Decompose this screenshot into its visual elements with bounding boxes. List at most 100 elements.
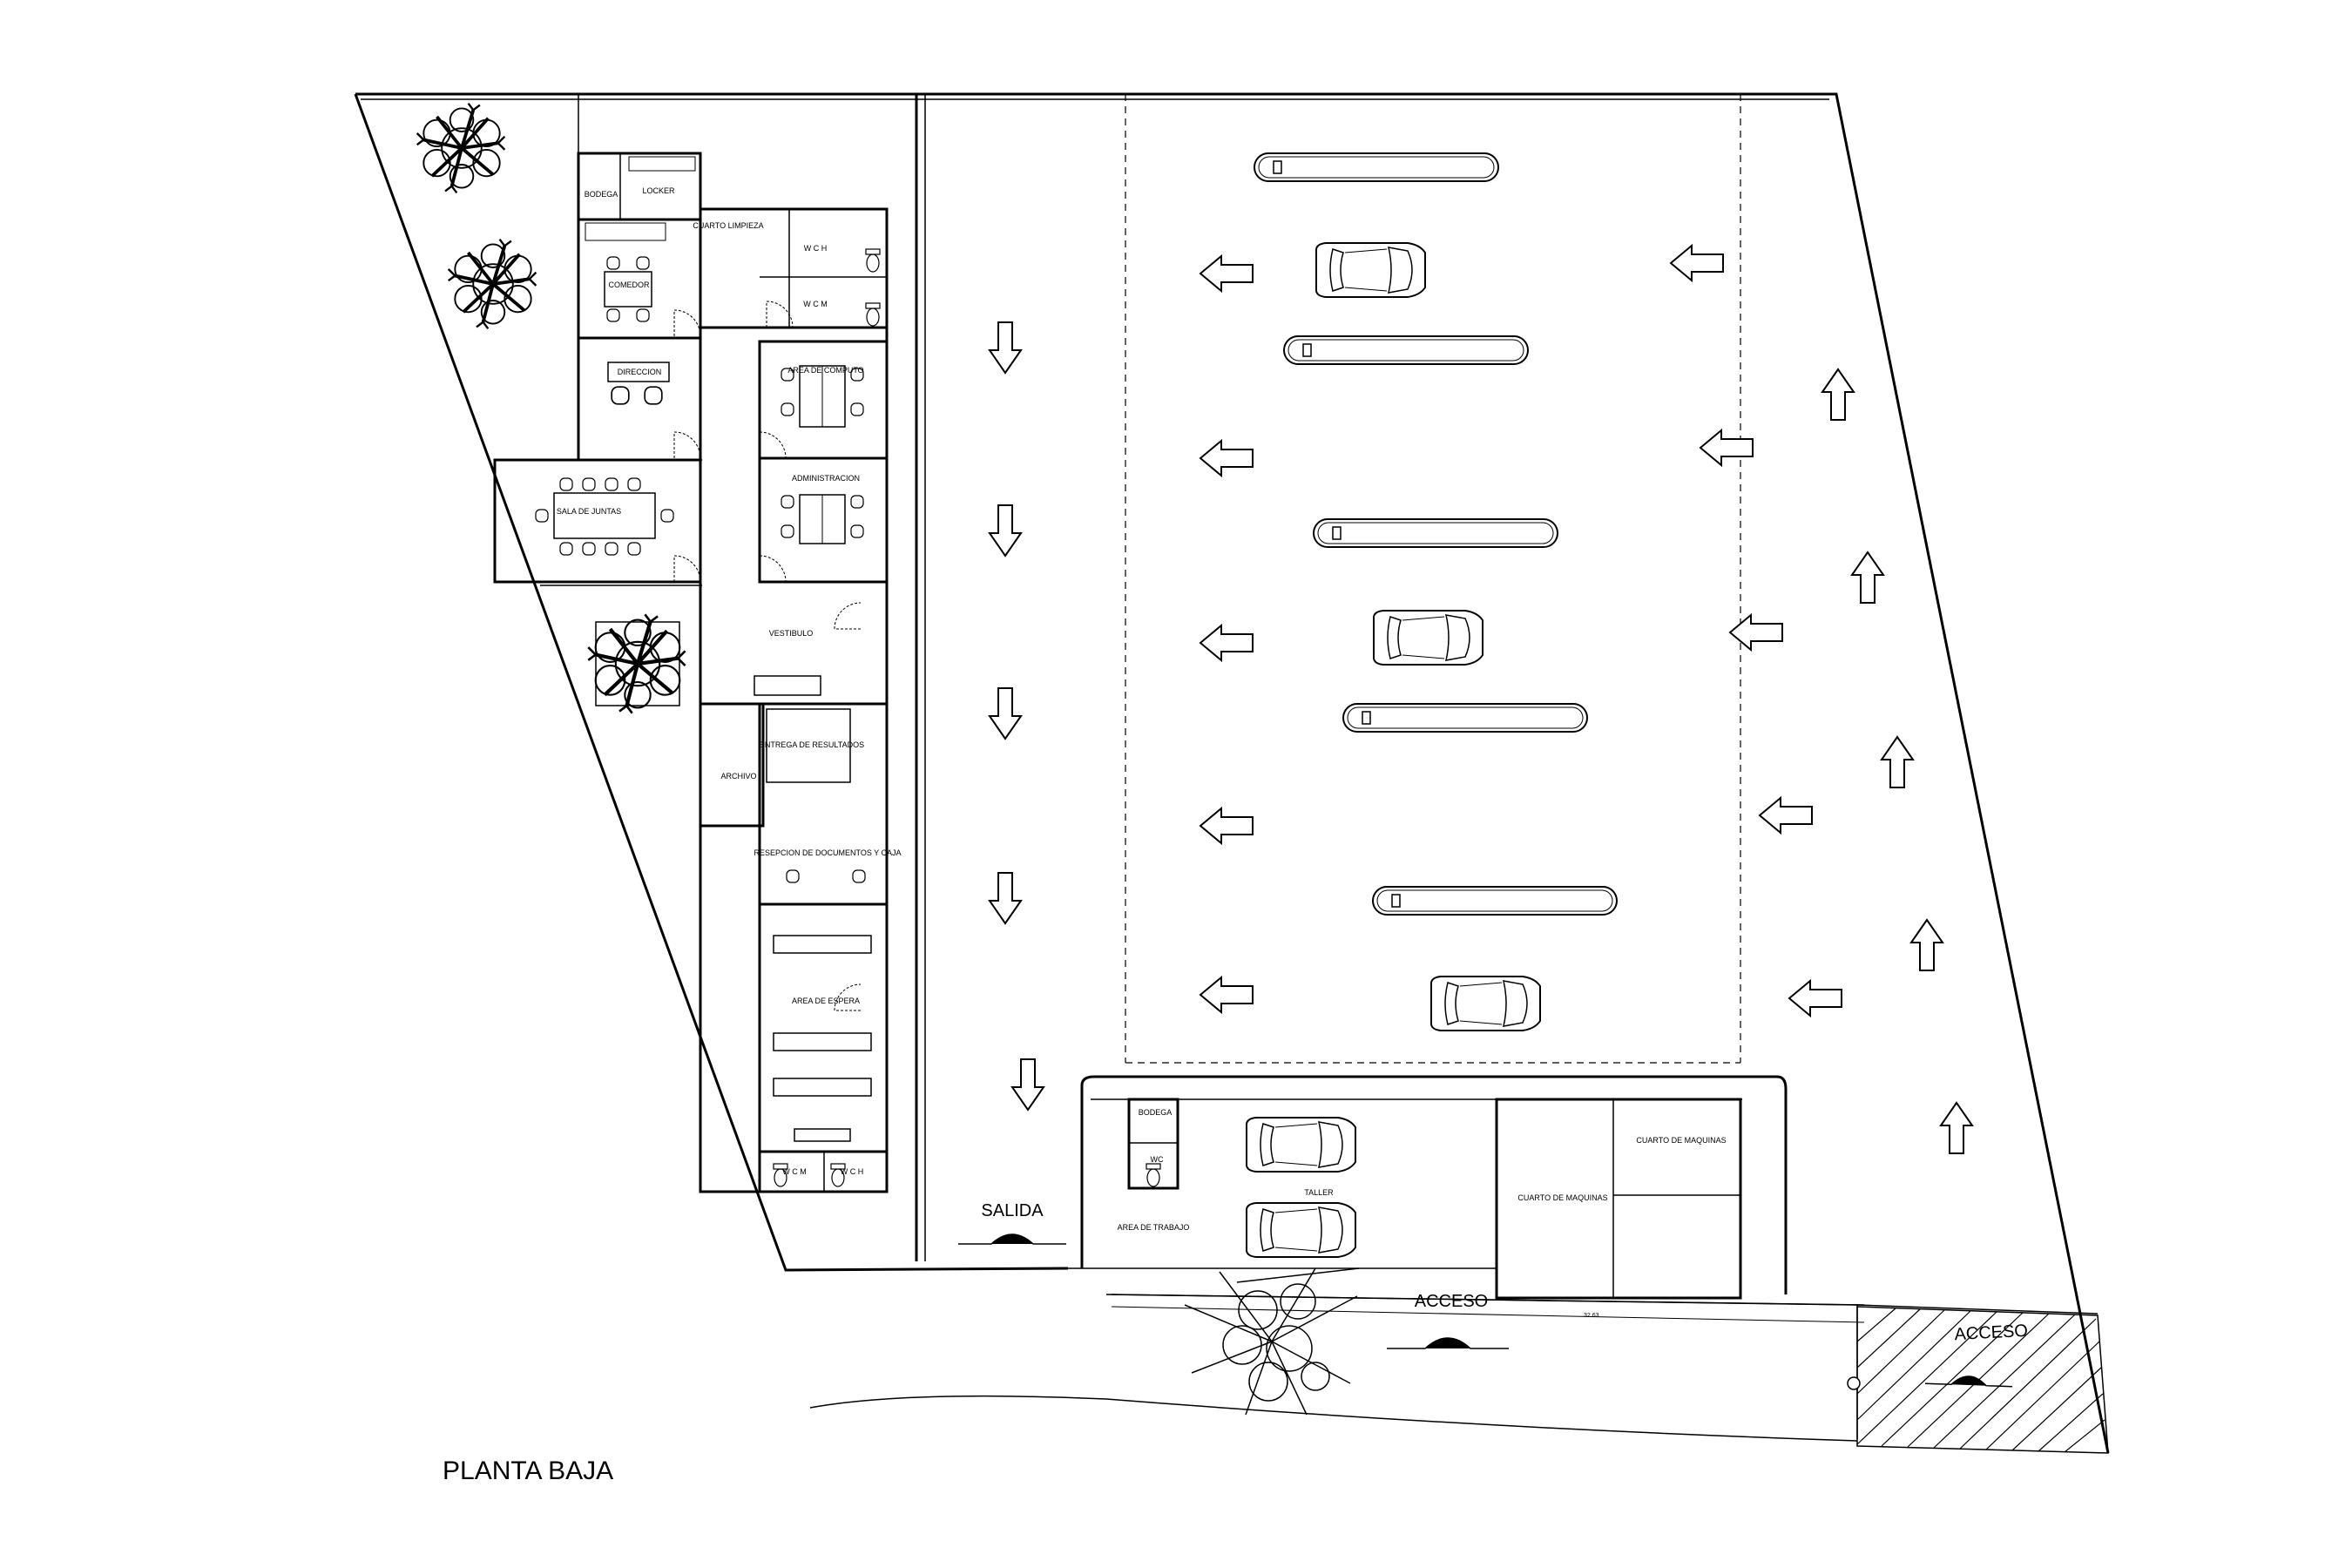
arrow-up-icon: [1910, 919, 1943, 971]
wall-services: [699, 207, 889, 329]
arrow-left-icon: [1788, 980, 1842, 1017]
arrow-left-icon: [1200, 255, 1254, 292]
conference-table: [553, 492, 656, 539]
street-edge: [809, 1395, 1858, 1442]
arrow-left-icon: [1200, 808, 1254, 844]
chair-icon: [582, 477, 596, 491]
arrow-down-icon: [989, 321, 1022, 374]
tree-icon: [415, 101, 507, 195]
label-area-trabajo: AREA DE TRABAJO: [1118, 1223, 1190, 1232]
dining-table: [604, 271, 652, 308]
chair-icon: [582, 542, 596, 556]
chair-icon: [611, 386, 630, 405]
page-title: PLANTA BAJA: [443, 1456, 613, 1485]
tree-icon: [588, 614, 685, 713]
label-wch-low: W C H: [841, 1167, 864, 1176]
door-swing: [759, 431, 787, 459]
car-icon: [1315, 242, 1426, 298]
acceso-marker: [1387, 1337, 1509, 1349]
street-tree-icon: [1184, 1267, 1358, 1416]
car-icon: [1430, 976, 1541, 1031]
wall-bodega-taller: [1127, 1098, 1179, 1190]
label-taller: TALLER: [1304, 1188, 1334, 1197]
kitchen-counter: [585, 222, 666, 241]
label-comedor: COMEDOR: [609, 280, 651, 289]
car-icon: [1246, 1202, 1356, 1258]
taller-enclosure: [1080, 1075, 1788, 1294]
wall-wc-low: [758, 1150, 889, 1193]
label-cuarto-maquinas-2: CUARTO DE MAQUINAS: [1517, 1193, 1607, 1202]
toilet-icon: [865, 302, 881, 327]
acceso-marker-2: [1925, 1375, 2012, 1388]
salida-marker: [958, 1233, 1066, 1245]
label-bodega: BODEGA: [585, 190, 618, 199]
chair-icon: [559, 542, 573, 556]
label-vestibulo: VESTIBULO: [769, 629, 814, 638]
label-wcm: W C M: [803, 300, 828, 308]
street-curb: [1105, 1294, 1858, 1439]
arrow-left-icon: [1200, 977, 1254, 1013]
hydrant-icon: [1847, 1376, 1861, 1390]
arrow-left-icon: [1200, 440, 1254, 476]
wall-administracion: [758, 456, 889, 584]
arrow-left-icon: [1200, 625, 1254, 661]
label-wch: W C H: [804, 244, 828, 253]
arrow-left-icon: [1700, 429, 1754, 466]
chair-icon: [786, 869, 800, 883]
entrega-counter: [766, 708, 851, 783]
arrow-left-icon: [1759, 797, 1813, 834]
label-cuarto-maquinas-1: CUARTO DE MAQUINAS: [1636, 1136, 1726, 1145]
door-swing: [759, 555, 787, 583]
label-cuarto-limpieza: CUARTO LIMPIEZA: [693, 221, 763, 230]
parking-stopper: [1342, 703, 1588, 733]
chair-icon: [627, 477, 641, 491]
label-recepcion: RESEPCION DE DOCUMENTOS Y CAJA: [754, 848, 901, 857]
label-archivo: ARCHIVO: [720, 772, 756, 781]
chair-icon: [627, 542, 641, 556]
chair-icon: [781, 402, 794, 416]
label-acceso-2: ACCESO: [1954, 1321, 2029, 1344]
reception-bench: [754, 675, 821, 696]
label-area-computo: AREA DE COMPUTO: [787, 366, 863, 375]
tree-icon: [446, 237, 538, 331]
chair-icon: [781, 495, 794, 509]
parking-stopper: [1254, 152, 1499, 182]
chair-icon: [850, 495, 864, 509]
arrow-up-icon: [1881, 736, 1914, 788]
car-icon: [1373, 610, 1484, 666]
dimension-label: 32.63: [1584, 1313, 1599, 1319]
arrow-down-icon: [1011, 1058, 1044, 1111]
chair-icon: [559, 477, 573, 491]
dimension-line: [1111, 1306, 1865, 1323]
chair-icon: [781, 524, 794, 538]
arrow-up-icon: [1821, 368, 1855, 421]
parking-stopper: [1313, 518, 1558, 548]
chair-icon: [852, 869, 866, 883]
label-administracion: ADMINISTRACION: [792, 474, 860, 483]
label-locker: LOCKER: [642, 186, 675, 195]
arrow-left-icon: [1670, 245, 1724, 281]
site-boundary: [355, 92, 2110, 1454]
arrow-down-icon: [989, 504, 1022, 557]
door-swing: [673, 555, 701, 583]
car-icon: [1246, 1117, 1356, 1173]
door-swing: [673, 309, 701, 337]
curb-line: [1236, 1267, 1360, 1283]
label-wcm-low: W C M: [782, 1167, 807, 1176]
chair-icon: [660, 509, 674, 523]
arrow-left-icon: [1729, 614, 1783, 651]
hatch-access: [1856, 1306, 2109, 1454]
sidewalk-line: [1856, 1304, 2099, 1315]
parking-stopper: [1372, 886, 1618, 916]
wall-archivo: [699, 702, 765, 828]
arrow-down-icon: [989, 687, 1022, 740]
label-sala-juntas: SALA DE JUNTAS: [557, 507, 621, 516]
door-swing: [673, 431, 701, 459]
waiting-seats: [773, 935, 872, 1142]
chair-icon: [535, 509, 549, 523]
chair-icon: [606, 256, 620, 270]
label-direccion: DIRECCION: [618, 368, 662, 376]
chair-icon: [644, 386, 663, 405]
chair-icon: [850, 402, 864, 416]
wall-bodega-locker: [577, 152, 702, 221]
